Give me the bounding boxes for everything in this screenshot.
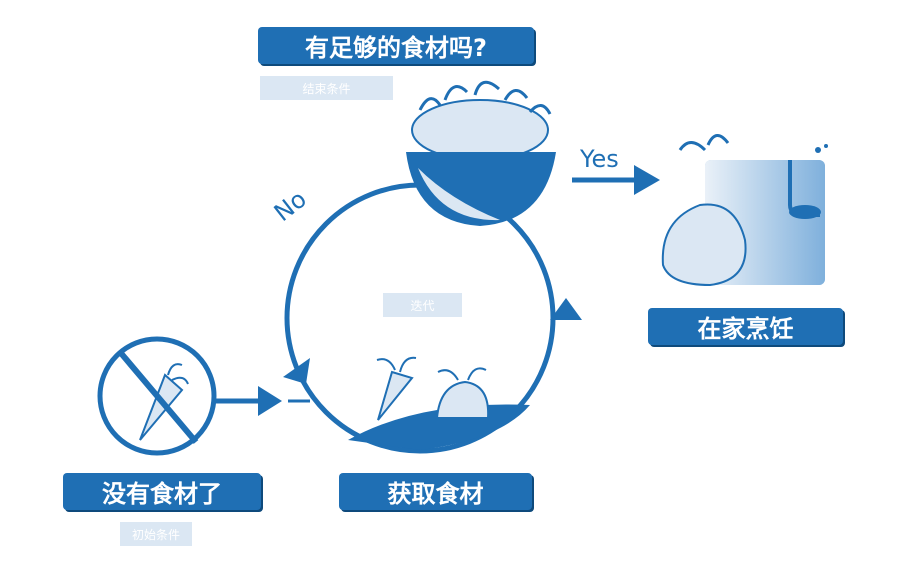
initial-condition-tag: 初始条件 <box>120 522 192 546</box>
bowl-with-vegetables <box>406 80 556 226</box>
cook-label: 在家烹饪 <box>648 308 843 345</box>
end-condition-tag: 结束条件 <box>260 76 393 100</box>
start-arrow-head <box>258 386 282 416</box>
yes-label: Yes <box>580 145 619 173</box>
no-ingredients-icon <box>97 336 217 456</box>
cooking-illustration <box>661 134 828 287</box>
get-ingredients-label: 获取食材 <box>339 473 532 510</box>
carrots-illustration <box>348 356 530 450</box>
iteration-tag: 迭代 <box>383 293 462 317</box>
no-ingredients-label: 没有食材了 <box>63 473 261 510</box>
question-label: 有足够的食材吗? <box>258 27 534 64</box>
cycle-arrow-up <box>550 298 582 320</box>
cycle-arrow-left <box>283 358 310 384</box>
yes-arrow-head <box>634 165 660 195</box>
